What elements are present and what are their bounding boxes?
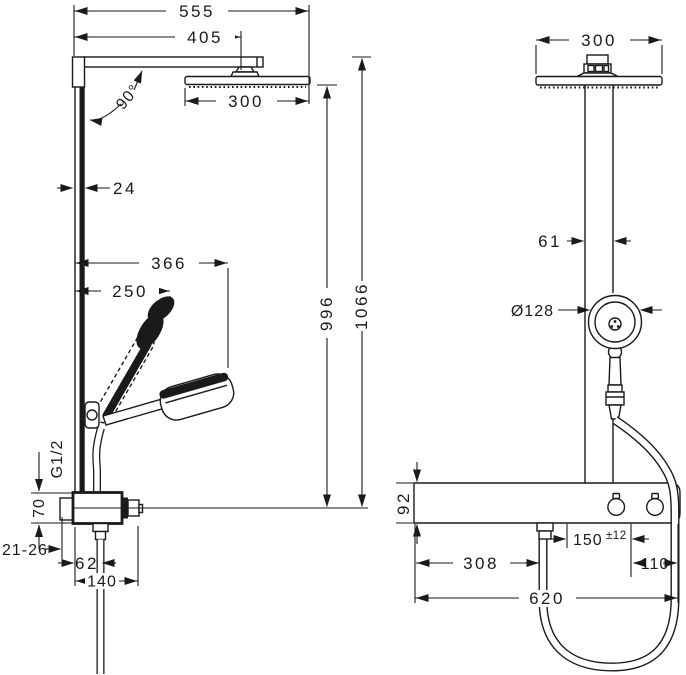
dim-side-height-to-overhead: 996 bbox=[317, 295, 336, 331]
dim-front-bar-width: 61 bbox=[538, 232, 562, 251]
dim-side-handshower-projection: 366 bbox=[151, 254, 187, 273]
dim-side-handshower-projection-2: 250 bbox=[112, 282, 148, 301]
dim-front-hose-to-edge: 308 bbox=[463, 554, 499, 573]
dim-side-height-total: 1066 bbox=[352, 282, 371, 330]
dim-side-arm-projection: 405 bbox=[187, 28, 223, 47]
dim-side-tile-thickness: 21-26 bbox=[2, 542, 48, 559]
thermostat-handle bbox=[607, 498, 626, 517]
front-view-drawing: 300 61 Ø128 92 150 ±12 110 308 620 bbox=[394, 31, 681, 672]
dim-side-overhead-width: 300 bbox=[228, 92, 264, 111]
bar-front bbox=[584, 85, 614, 483]
dim-side-body-height: 70 bbox=[31, 498, 48, 518]
handshower-raised-position bbox=[94, 296, 175, 424]
dim-side-bar-depth: 24 bbox=[113, 179, 137, 198]
dim-front-shelf-height: 92 bbox=[394, 491, 413, 515]
hose-lower bbox=[92, 522, 109, 674]
side-view-drawing: 555 405 300 90° 24 366 250 996 1066 G1/2… bbox=[2, 2, 371, 674]
hose-front bbox=[536, 416, 680, 672]
dim-side-body-depth: 140 bbox=[87, 574, 117, 591]
shelf-thermostat bbox=[413, 482, 681, 524]
dim-front-edge-to-supply: 110 bbox=[641, 556, 670, 573]
hose-upper bbox=[92, 426, 105, 492]
dim-side-hose-offset: 62 bbox=[75, 554, 99, 573]
shower-arm bbox=[83, 56, 264, 68]
volume-handle bbox=[646, 498, 665, 517]
overhead-shower-side bbox=[184, 75, 311, 86]
dim-side-total-width: 555 bbox=[179, 2, 215, 21]
dim-front-shelf-width: 620 bbox=[529, 589, 565, 608]
dim-front-supply-tolerance: ±12 bbox=[606, 530, 627, 542]
dim-front-overhead-width: 300 bbox=[581, 31, 617, 50]
wall-bracket bbox=[71, 56, 86, 88]
label-side-arm-angle: 90° bbox=[113, 81, 144, 113]
handshower-front bbox=[587, 294, 643, 420]
label-side-connection-thread: G1/2 bbox=[49, 440, 66, 479]
overhead-shower-front bbox=[535, 54, 663, 89]
dim-front-handshower-diameter: Ø128 bbox=[511, 303, 554, 320]
dim-front-supply-spacing: 150 bbox=[573, 532, 603, 549]
handshower-horizontal-position bbox=[102, 372, 235, 426]
